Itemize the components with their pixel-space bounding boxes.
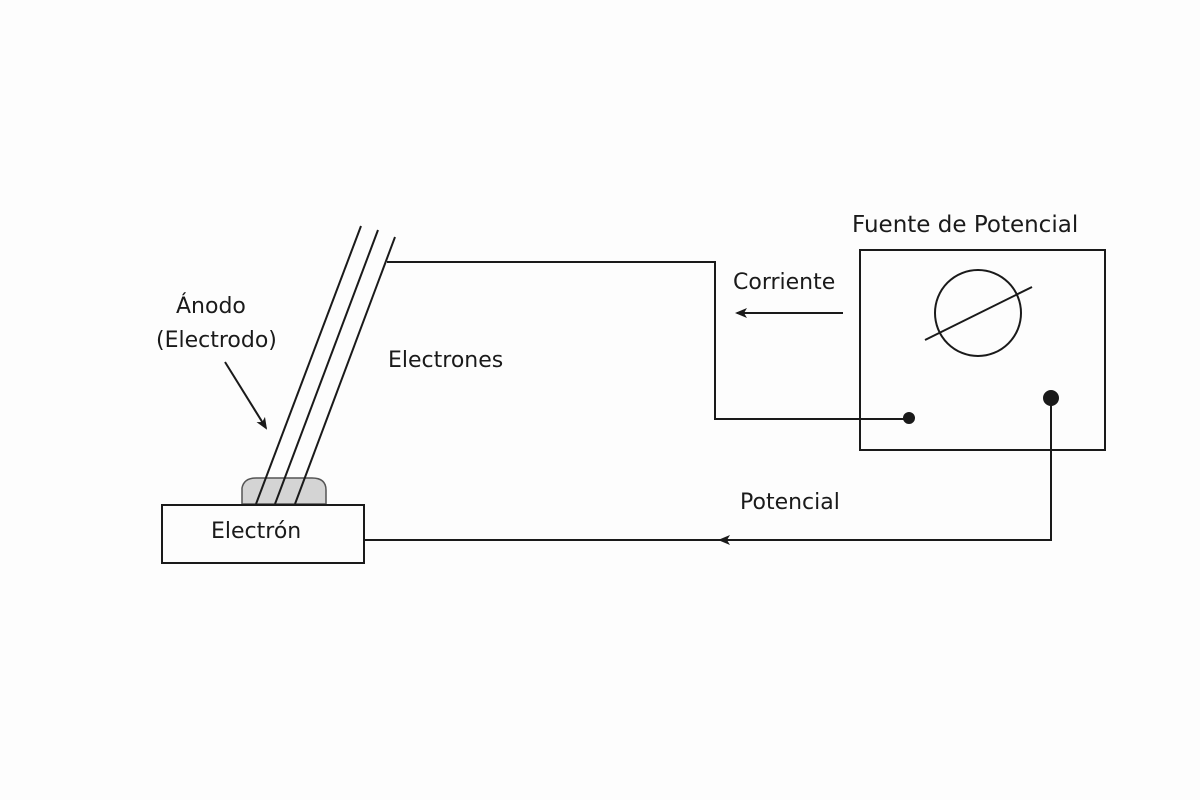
meter-circle-icon [934, 269, 1022, 357]
electron-block [161, 504, 365, 564]
current-label: Corriente [733, 270, 836, 295]
source-title: Fuente de Potencial [852, 212, 1079, 238]
anode-sublabel: (Electrodo) [156, 328, 277, 353]
potential-source-box [859, 249, 1106, 451]
current-wire [387, 261, 909, 420]
terminal-negative [903, 412, 915, 424]
anode-label: Ánodo [176, 294, 246, 319]
anode-rod-1 [255, 225, 362, 505]
anode-rod-3 [294, 236, 396, 505]
potential-label: Potencial [740, 490, 840, 515]
meter-needle [924, 286, 1033, 341]
potential-wire [365, 398, 1052, 541]
electron-block-label: Electrón [211, 519, 302, 544]
anode-pointer-arrow [224, 361, 268, 430]
electrons-label: Electrones [388, 348, 504, 373]
anode-rod-2 [274, 229, 379, 505]
